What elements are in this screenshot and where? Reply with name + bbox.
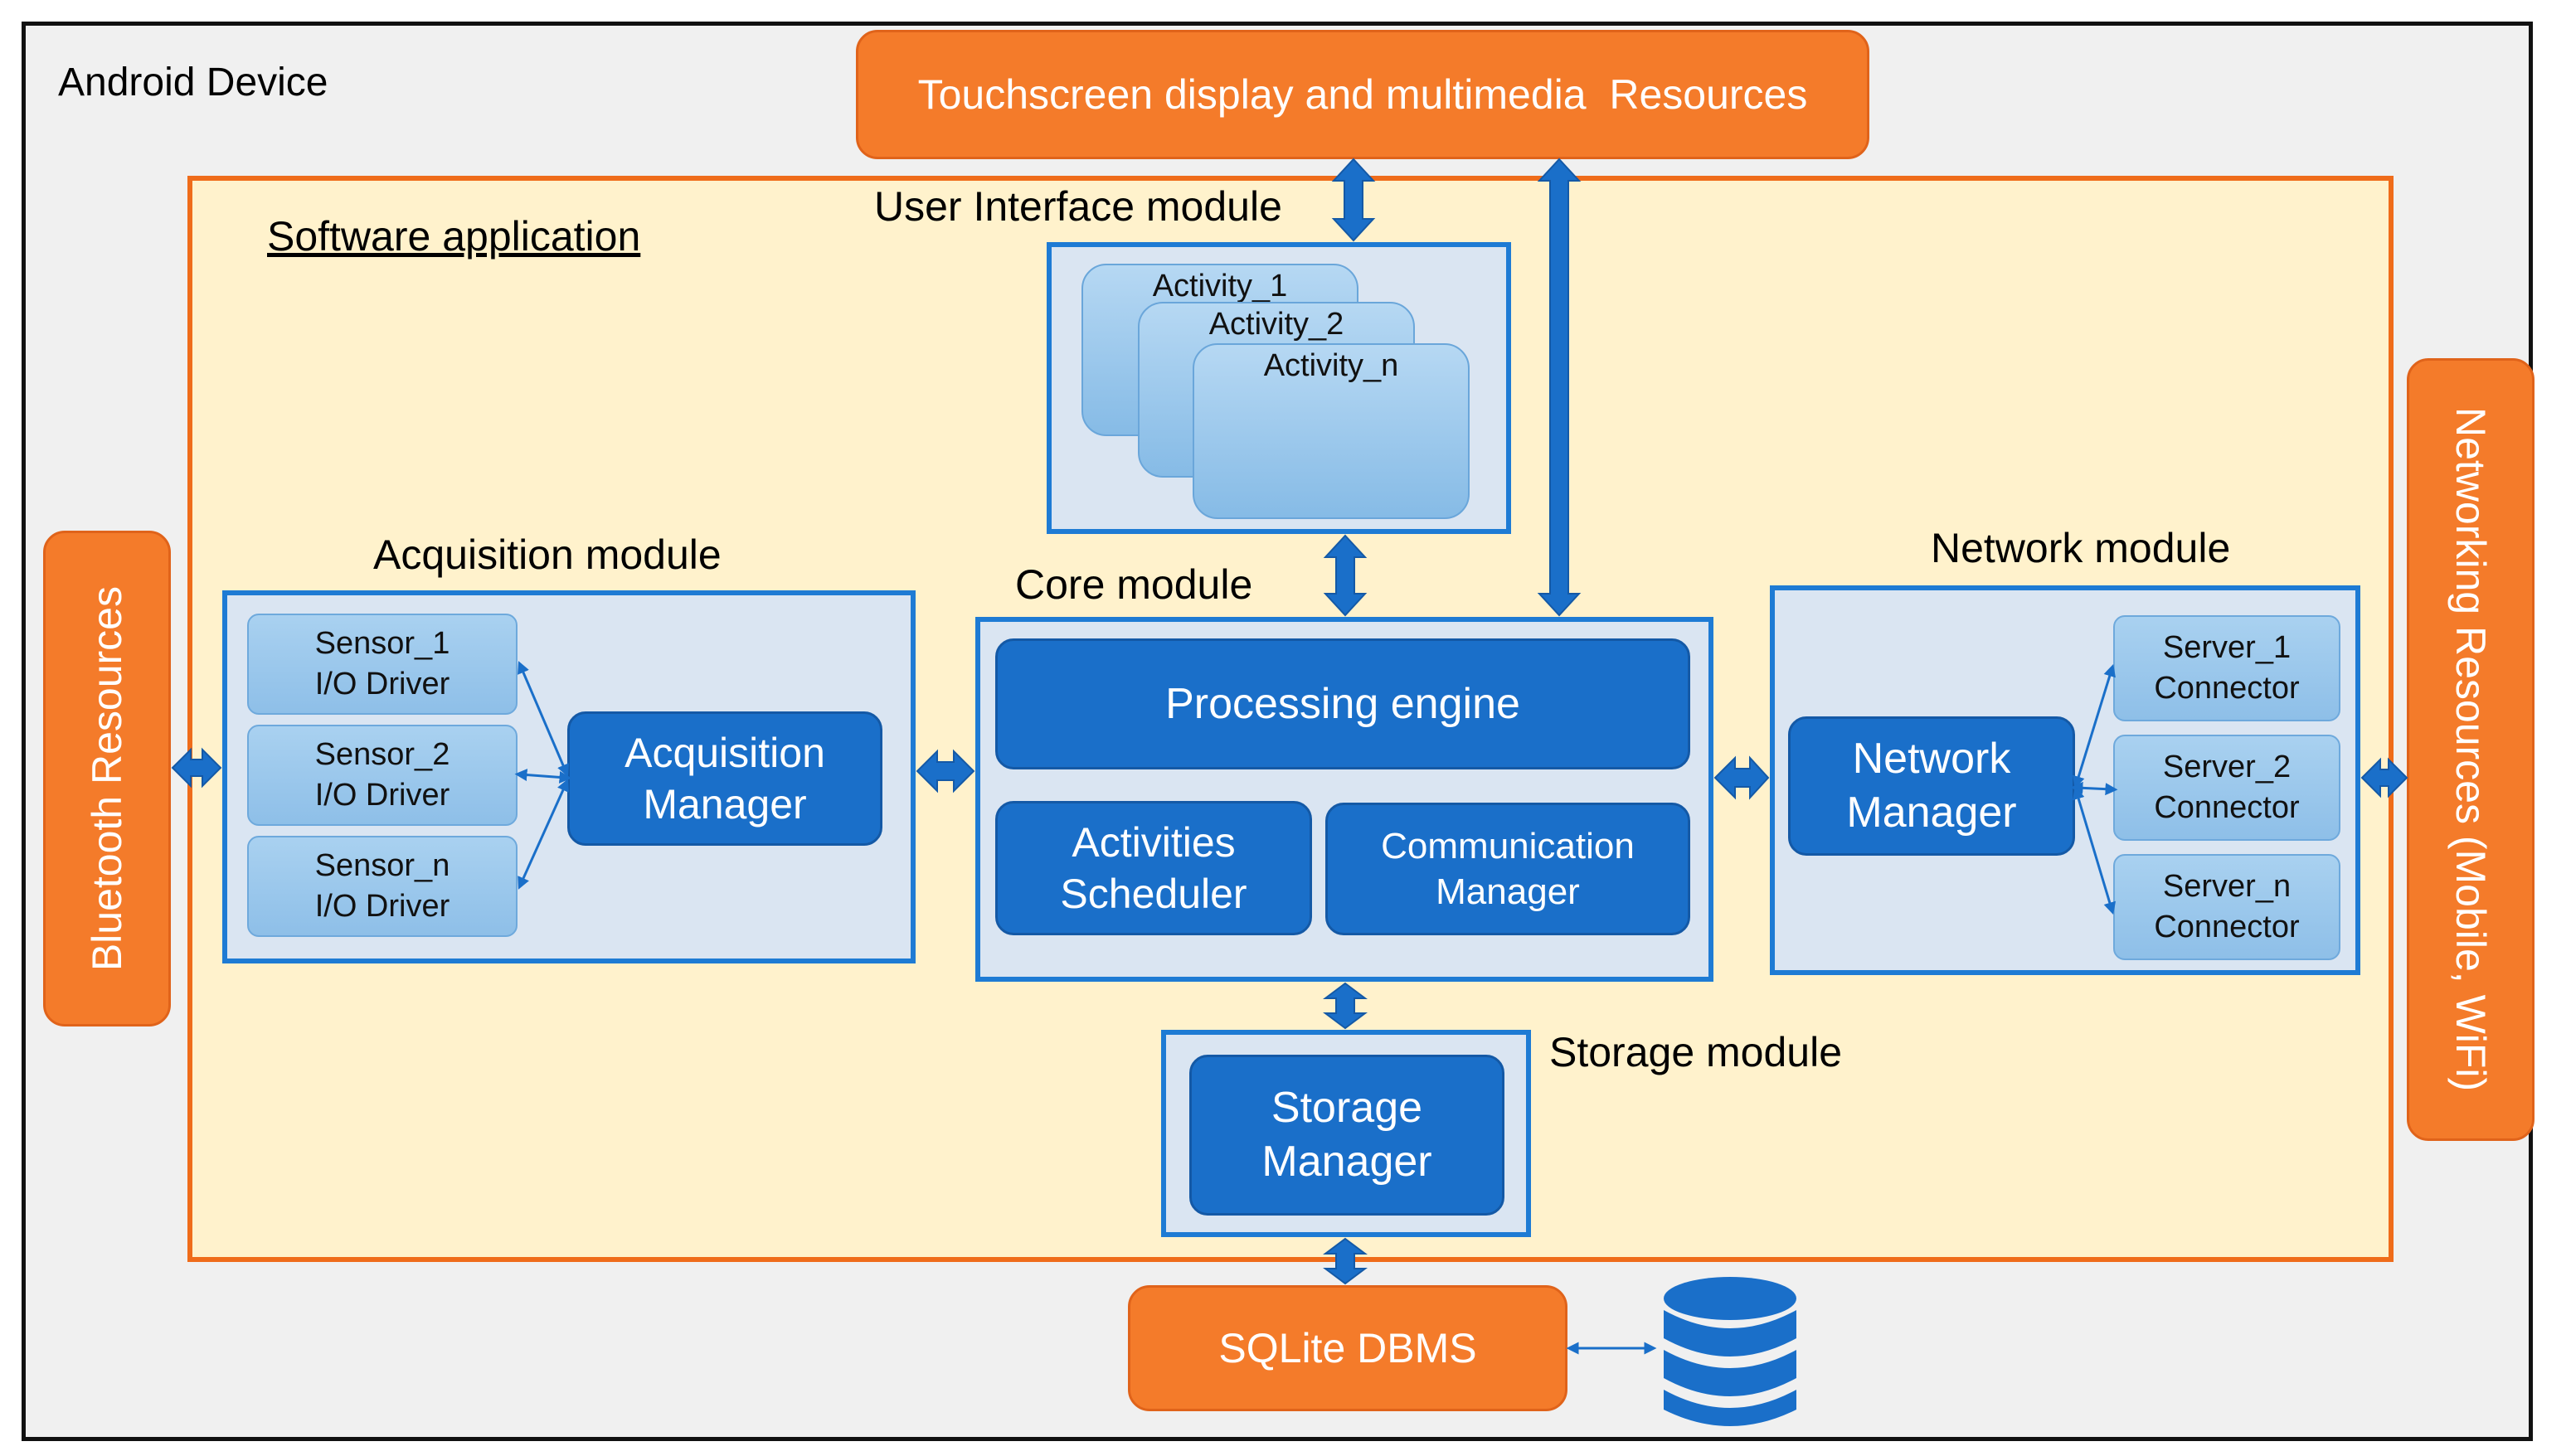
arrow-touchscreen-core [1537,158,1582,617]
arrow-core-storage [1323,982,1368,1030]
touchscreen-resources-box: Touchscreen display and multimedia Resou… [856,30,1869,159]
sensor-2-type: I/O Driver [314,778,450,813]
arrow-bluetooth-acquisition [171,747,222,789]
server-n-name: Server_n [2162,868,2292,904]
arrow-core-network [1713,755,1770,800]
sensor-2-name: Sensor_2 [314,736,450,772]
processing-engine: Processing engine [995,638,1690,769]
sqlite-dbms-label: SQLite DBMS [1218,1325,1477,1371]
sensor-1-name: Sensor_1 [314,625,450,661]
arrow-network-networking [2360,757,2408,798]
activity-card-n: Activity_n [1193,343,1470,519]
arrow-storage-sqlite [1323,1237,1368,1285]
acquisition-module-label: Acquisition module [373,531,722,578]
server-1-type: Connector [2154,671,2300,706]
link-sensor-2 [514,769,572,784]
network-module-label: Network module [1931,525,2231,571]
networking-resources-box: Networking Resources (Mobile, WiFi) [2407,358,2535,1141]
software-application-label: Software application [267,213,641,260]
arrow-ui-core [1323,534,1368,617]
link-server-2 [2070,781,2118,796]
acquisition-manager-label: Acquisition Manager [625,729,825,828]
networking-resources-label: Networking Resources (Mobile, WiFi) [2447,407,2494,1092]
link-sensor-n [518,779,569,890]
arrow-acquisition-core [916,749,975,794]
server-1-name: Server_1 [2162,629,2292,665]
storage-manager-line2: Manager [1261,1138,1432,1186]
link-sensor-1 [518,661,569,777]
server-n-type: Connector [2154,910,2300,944]
acquisition-manager: Acquisition Manager [567,711,882,846]
processing-engine-label: Processing engine [1165,679,1520,728]
storage-manager-line1: Storage [1271,1084,1423,1132]
activities-scheduler-line2: Scheduler [1060,871,1247,917]
link-server-1 [2073,663,2116,789]
link-server-n [2072,786,2117,915]
activity-2-label: Activity_2 [1208,307,1344,342]
server-2-name: Server_2 [2162,749,2292,784]
communication-manager-line1: Communication [1381,826,1635,866]
touchscreen-resources-label: Touchscreen display and multimedia Resou… [917,71,1808,118]
activity-n-label: Activity_n [1263,348,1399,383]
server-2-type: Connector [2154,790,2300,825]
activity-1-label: Activity_1 [1152,269,1288,303]
bluetooth-resources-box: Bluetooth Resources [43,531,171,1026]
sensor-1-type: I/O Driver [314,667,450,701]
arrow-touchscreen-ui [1331,158,1376,242]
activities-scheduler-line1: Activities [1072,818,1236,866]
android-device-label: Android Device [58,61,328,104]
ui-module-label: User Interface module [874,183,1282,230]
sqlite-dbms-box: SQLite DBMS [1128,1285,1567,1411]
sensor-n-type: I/O Driver [314,889,450,924]
network-manager-line1: Network [1852,735,2011,783]
database-icon [1664,1277,1796,1426]
sensor-n-name: Sensor_n [314,847,450,883]
network-manager-line2: Manager [1846,789,2017,837]
communication-manager-line2: Manager [1436,871,1580,912]
core-module-label: Core module [1015,561,1253,608]
storage-module-label: Storage module [1549,1029,1843,1075]
